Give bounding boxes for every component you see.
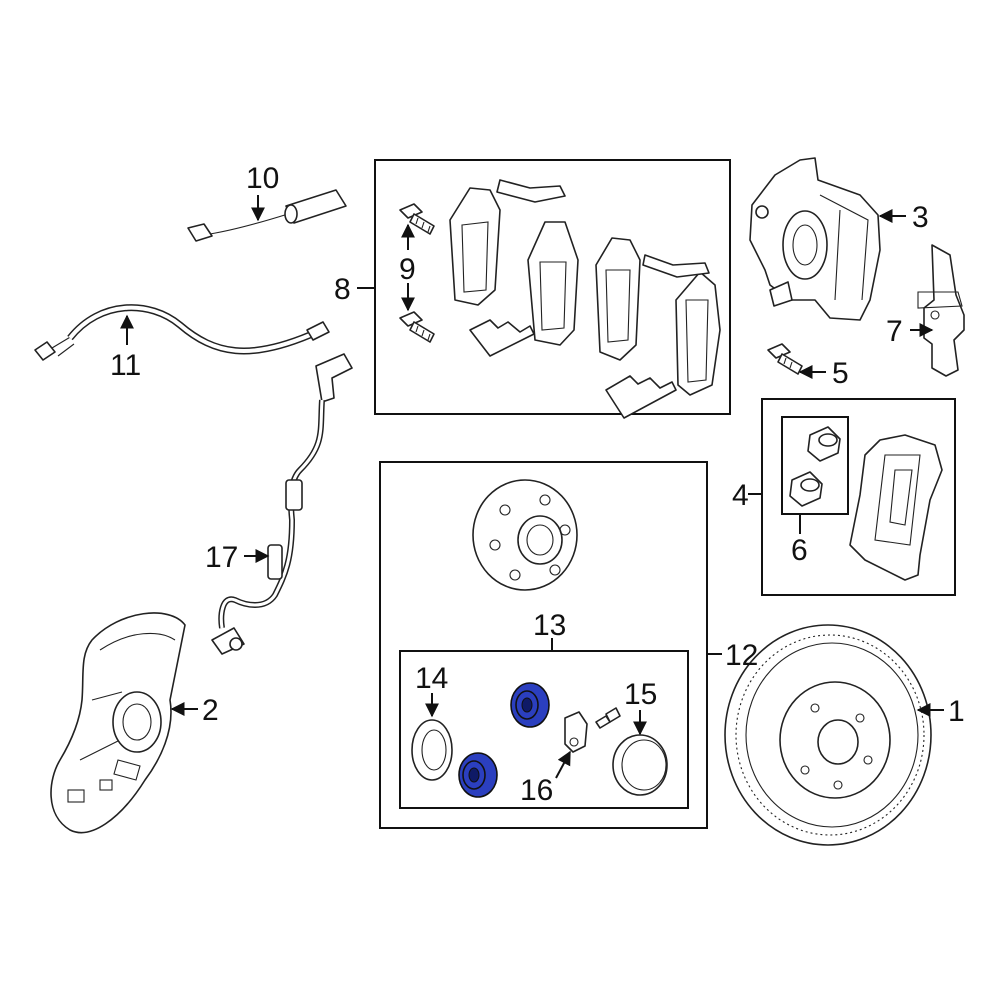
guide-pin-box bbox=[781, 416, 849, 515]
callout-10: 10 bbox=[246, 162, 279, 195]
callout-3: 3 bbox=[912, 201, 929, 234]
outer-bearing[interactable] bbox=[510, 682, 550, 728]
pad-clip-lower-1[interactable] bbox=[469, 319, 535, 357]
callout-2: 2 bbox=[202, 694, 219, 727]
callout-15: 15 bbox=[624, 678, 657, 711]
callout-16: 16 bbox=[520, 774, 553, 807]
callout-7: 7 bbox=[886, 315, 903, 348]
callout-8: 8 bbox=[334, 273, 351, 306]
bearing-kit-box bbox=[399, 650, 689, 809]
callout-13: 13 bbox=[533, 609, 566, 642]
brake-hose[interactable] bbox=[34, 304, 330, 361]
caliper-mounting-bolt[interactable] bbox=[767, 343, 803, 375]
abs-wheel-speed-sensor[interactable] bbox=[211, 353, 353, 655]
callout-12: 12 bbox=[725, 639, 758, 672]
grease-cap[interactable] bbox=[612, 734, 668, 796]
pad-clip-lower-2[interactable] bbox=[605, 375, 677, 419]
brake-pad-2[interactable] bbox=[527, 221, 579, 346]
dust-shield[interactable] bbox=[50, 612, 186, 834]
hub-assembly-box bbox=[379, 461, 708, 829]
caliper-bracket-box bbox=[761, 398, 956, 596]
callout-4: 4 bbox=[732, 479, 749, 512]
callout-14: 14 bbox=[415, 662, 448, 695]
pad-clip-upper-2[interactable] bbox=[642, 254, 710, 278]
brake-pad-4[interactable] bbox=[675, 271, 721, 396]
sensor-ring-clamp[interactable] bbox=[564, 711, 588, 753]
brake-caliper[interactable] bbox=[749, 157, 881, 321]
inner-bearing[interactable] bbox=[458, 752, 498, 798]
callout-6: 6 bbox=[791, 534, 808, 567]
callout-11: 11 bbox=[110, 349, 141, 382]
pad-wear-sensor[interactable] bbox=[187, 189, 347, 242]
grease-seal[interactable] bbox=[411, 719, 453, 781]
anti-rattle-spring[interactable] bbox=[917, 244, 965, 377]
adjusting-screw[interactable] bbox=[595, 707, 621, 729]
caliper-bolt-lower[interactable] bbox=[399, 311, 435, 343]
guide-pin-boot-lower[interactable] bbox=[789, 471, 823, 507]
callout-5: 5 bbox=[832, 357, 849, 390]
guide-pin-boot-upper[interactable] bbox=[807, 426, 841, 462]
brake-pad-3[interactable] bbox=[595, 237, 641, 361]
wheel-hub[interactable] bbox=[472, 479, 578, 591]
callout-9: 9 bbox=[399, 253, 416, 286]
caliper-bracket[interactable] bbox=[849, 434, 943, 581]
callout-1: 1 bbox=[948, 695, 965, 728]
callouts: 1 2 3 4 5 6 7 8 9 10 11 12 13 14 15 16 1… bbox=[110, 162, 965, 807]
brake-pad-1[interactable] bbox=[449, 187, 501, 306]
pad-clip-upper-1[interactable] bbox=[496, 179, 566, 203]
callout-17: 17 bbox=[205, 541, 238, 574]
leader-lines bbox=[120, 195, 944, 779]
brake-rotor[interactable] bbox=[724, 624, 932, 846]
caliper-bolt-upper[interactable] bbox=[399, 203, 435, 235]
